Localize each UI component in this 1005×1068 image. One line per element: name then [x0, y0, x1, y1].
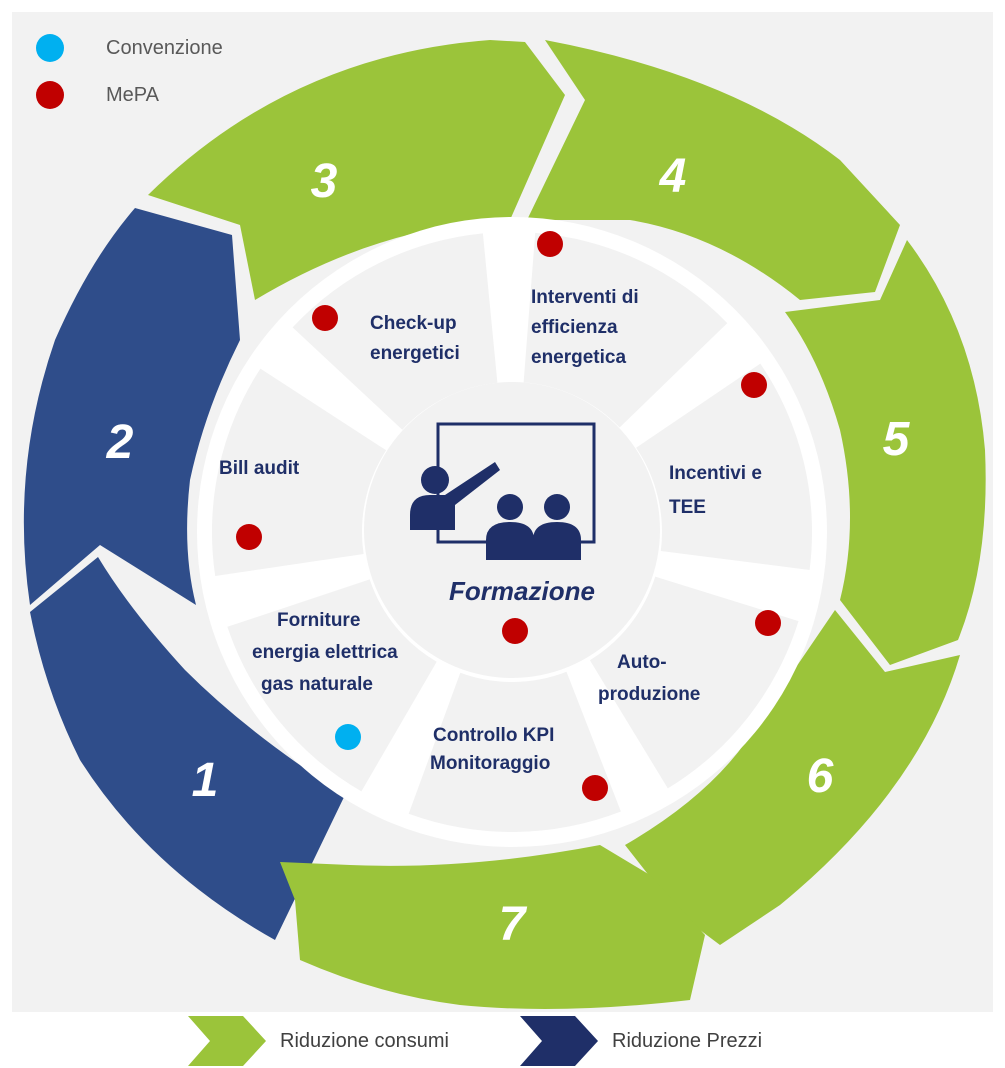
- mepa-dot-checkup: [312, 305, 338, 331]
- segment-label-checkup: Check-up energetici: [370, 313, 462, 364]
- convenzione-dot-forniture: [335, 724, 361, 750]
- inner-wedge: [292, 233, 498, 430]
- segment-label-forniture-line: energia elettrica: [252, 642, 398, 663]
- status-dots: [236, 231, 781, 801]
- segment-label-autoproduzione-line: produzione: [598, 684, 700, 705]
- presentation-icon: [410, 422, 596, 560]
- cyan-dot-icon: [36, 34, 64, 62]
- red-dot-icon: [36, 81, 64, 109]
- ring-segment-3: [148, 40, 565, 300]
- mepa-dot-interventi: [537, 231, 563, 257]
- key-label: Riduzione Prezzi: [612, 1029, 763, 1052]
- legend-label: MePA: [106, 83, 159, 106]
- blue-chevron-icon: [520, 1016, 598, 1066]
- segment-label-interventi-line: Interventi di: [531, 287, 639, 308]
- ring-number-4: 4: [659, 150, 687, 203]
- segment-label-interventi-line: energetica: [531, 347, 626, 368]
- segment-label-forniture-line: gas naturale: [261, 674, 373, 695]
- segment-label-checkup-line: Check-up: [370, 313, 457, 334]
- segment-label-checkup-line: energetici: [370, 343, 460, 364]
- ring-number-3: 3: [311, 155, 338, 208]
- inner-wedge: [211, 368, 387, 576]
- ring-number-2: 2: [106, 416, 134, 469]
- mepa-dot-autoproduzione: [755, 610, 781, 636]
- segment-label-interventi-line: efficienza: [531, 317, 618, 338]
- key-riduzione-prezzi: Riduzione Prezzi: [520, 1016, 762, 1066]
- ring-segment-4: [527, 40, 900, 300]
- segment-label-autoproduzione: Auto- produzione: [598, 652, 700, 705]
- ring-segment-5: [785, 240, 986, 665]
- ring-segment-2: [23, 208, 240, 605]
- segment-label-incentivi: Incentivi e TEE: [669, 463, 767, 518]
- inner-wedge: [227, 579, 437, 792]
- mepa-dot-formazione: [502, 618, 528, 644]
- ring-segment-7: [280, 845, 705, 1009]
- ring-number-7: 7: [499, 898, 528, 951]
- segment-label-controllo-line: Monitoraggio: [430, 753, 550, 774]
- green-chevron-icon: [188, 1016, 266, 1066]
- segment-label-forniture: Forniture energia elettrica gas naturale: [252, 610, 403, 695]
- ring-segment-1: [30, 557, 345, 940]
- legend-label: Convenzione: [106, 36, 223, 59]
- inner-wedge: [636, 363, 813, 570]
- segment-label-bill-audit: Bill audit: [219, 458, 300, 479]
- segment-label-controllo-line: Controllo KPI: [433, 725, 554, 746]
- segment-label-incentivi-line: TEE: [669, 497, 706, 518]
- key-riduzione-consumi: Riduzione consumi: [188, 1016, 449, 1066]
- inner-wedges: [211, 232, 813, 833]
- ring-number-1: 1: [192, 754, 219, 807]
- legend-item-mepa: MePA: [36, 81, 159, 109]
- mepa-dot-controllo: [582, 775, 608, 801]
- center-label: Formazione: [449, 576, 595, 606]
- inner-wedge: [523, 232, 728, 428]
- mepa-dot-incentivi: [741, 372, 767, 398]
- ring-segment-6: [625, 610, 960, 945]
- ring-number-5: 5: [883, 413, 911, 466]
- inner-wedge: [589, 576, 799, 789]
- segment-label-autoproduzione-line: Auto-: [617, 652, 667, 673]
- legend-item-convenzione: Convenzione: [36, 34, 223, 62]
- outer-ring: [23, 40, 986, 1009]
- key-label: Riduzione consumi: [280, 1029, 449, 1052]
- inner-wedge: [408, 671, 621, 833]
- segment-label-incentivi-line: Incentivi e: [669, 463, 762, 484]
- segment-label-interventi: Interventi di efficienza energetica: [531, 287, 644, 368]
- segment-label-forniture-line: Forniture: [277, 610, 360, 631]
- ring-number-6: 6: [807, 750, 834, 803]
- mepa-dot-bill-audit: [236, 524, 262, 550]
- segment-label-controllo: Controllo KPI Monitoraggio: [430, 725, 560, 774]
